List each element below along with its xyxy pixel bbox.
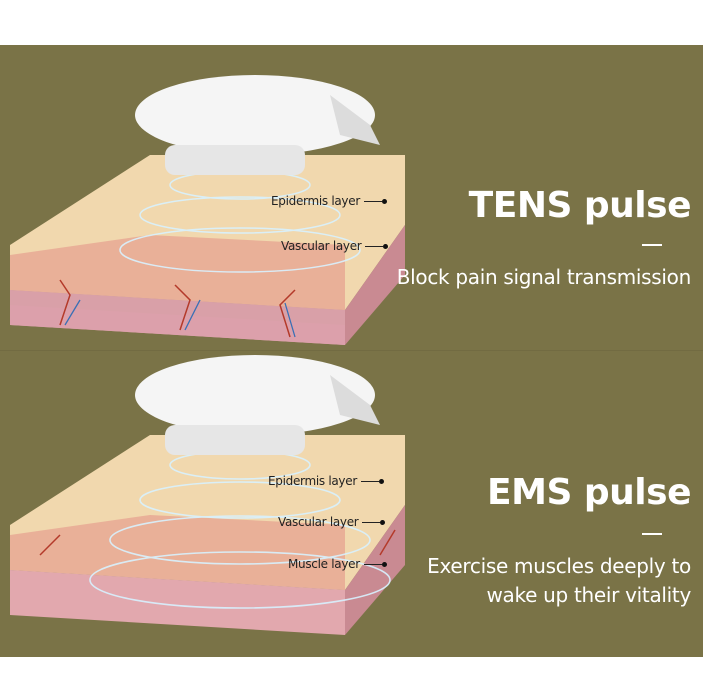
- title-dash: [642, 244, 662, 246]
- ems-subtitle: Exercise muscles deeply to wake up their…: [427, 552, 691, 610]
- tens-title: TENS pulse: [468, 185, 692, 226]
- title-dash: [642, 533, 662, 535]
- subtitle-line: Block pain signal transmission: [396, 265, 692, 289]
- tens-subtitle: Block pain signal transmission: [396, 263, 692, 292]
- label-text: Vascular layer: [281, 239, 362, 253]
- subtitle-line: wake up their vitality: [486, 583, 691, 607]
- layer-label-muscle: Muscle layer: [288, 557, 387, 571]
- label-text: Epidermis layer: [268, 474, 357, 488]
- ems-title: EMS pulse: [487, 472, 691, 513]
- layer-label-epidermis: Epidermis layer: [268, 474, 384, 488]
- ems-skin-illustration: [10, 355, 405, 635]
- tens-skin-illustration: [10, 75, 405, 345]
- label-text: Muscle layer: [288, 557, 360, 571]
- section-divider: [0, 350, 703, 351]
- subtitle-line: Exercise muscles deeply to: [427, 554, 691, 578]
- layer-label-vascular: Vascular layer: [278, 515, 386, 529]
- layer-label-epidermis: Epidermis layer: [271, 194, 387, 208]
- layer-label-vascular: Vascular layer: [281, 239, 389, 253]
- label-text: Vascular layer: [278, 515, 359, 529]
- label-text: Epidermis layer: [271, 194, 360, 208]
